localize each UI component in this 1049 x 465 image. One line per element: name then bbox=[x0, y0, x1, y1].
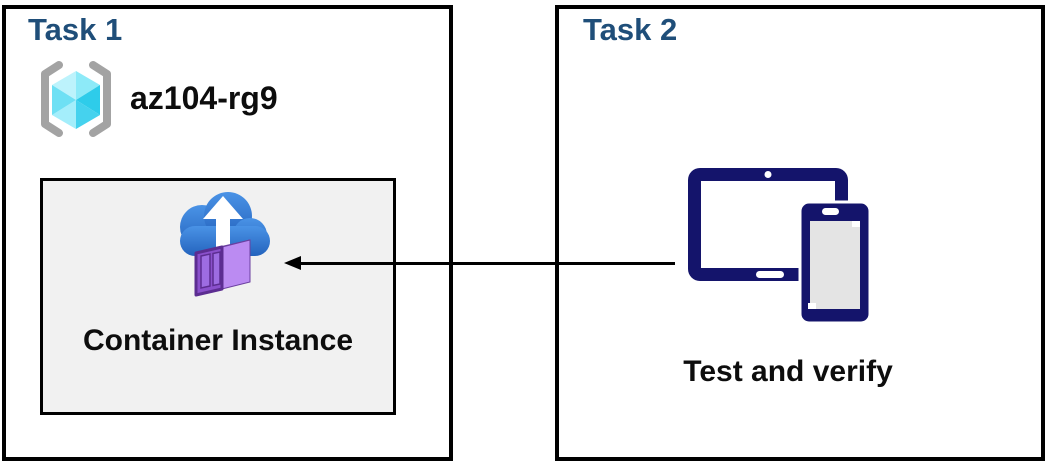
container-instance-icon bbox=[180, 192, 270, 297]
phone-icon bbox=[798, 200, 870, 325]
left-bracket-shape bbox=[41, 61, 63, 137]
cube-shape bbox=[52, 71, 100, 129]
resource-group-icon bbox=[41, 61, 111, 137]
upload-arrow-icon bbox=[203, 196, 243, 247]
devices-icon bbox=[688, 168, 870, 325]
test-and-verify-label: Test and verify bbox=[683, 355, 893, 388]
container-box-shape bbox=[194, 239, 251, 297]
right-bracket-shape bbox=[89, 61, 111, 137]
resource-group-name: az104-rg9 bbox=[130, 80, 278, 116]
flow-arrow-line bbox=[299, 262, 675, 265]
container-instance-label: Container Instance bbox=[82, 324, 354, 357]
flow-arrow-head-icon bbox=[284, 256, 301, 270]
task2-title: Task 2 bbox=[583, 12, 678, 47]
task1-title: Task 1 bbox=[28, 12, 123, 47]
